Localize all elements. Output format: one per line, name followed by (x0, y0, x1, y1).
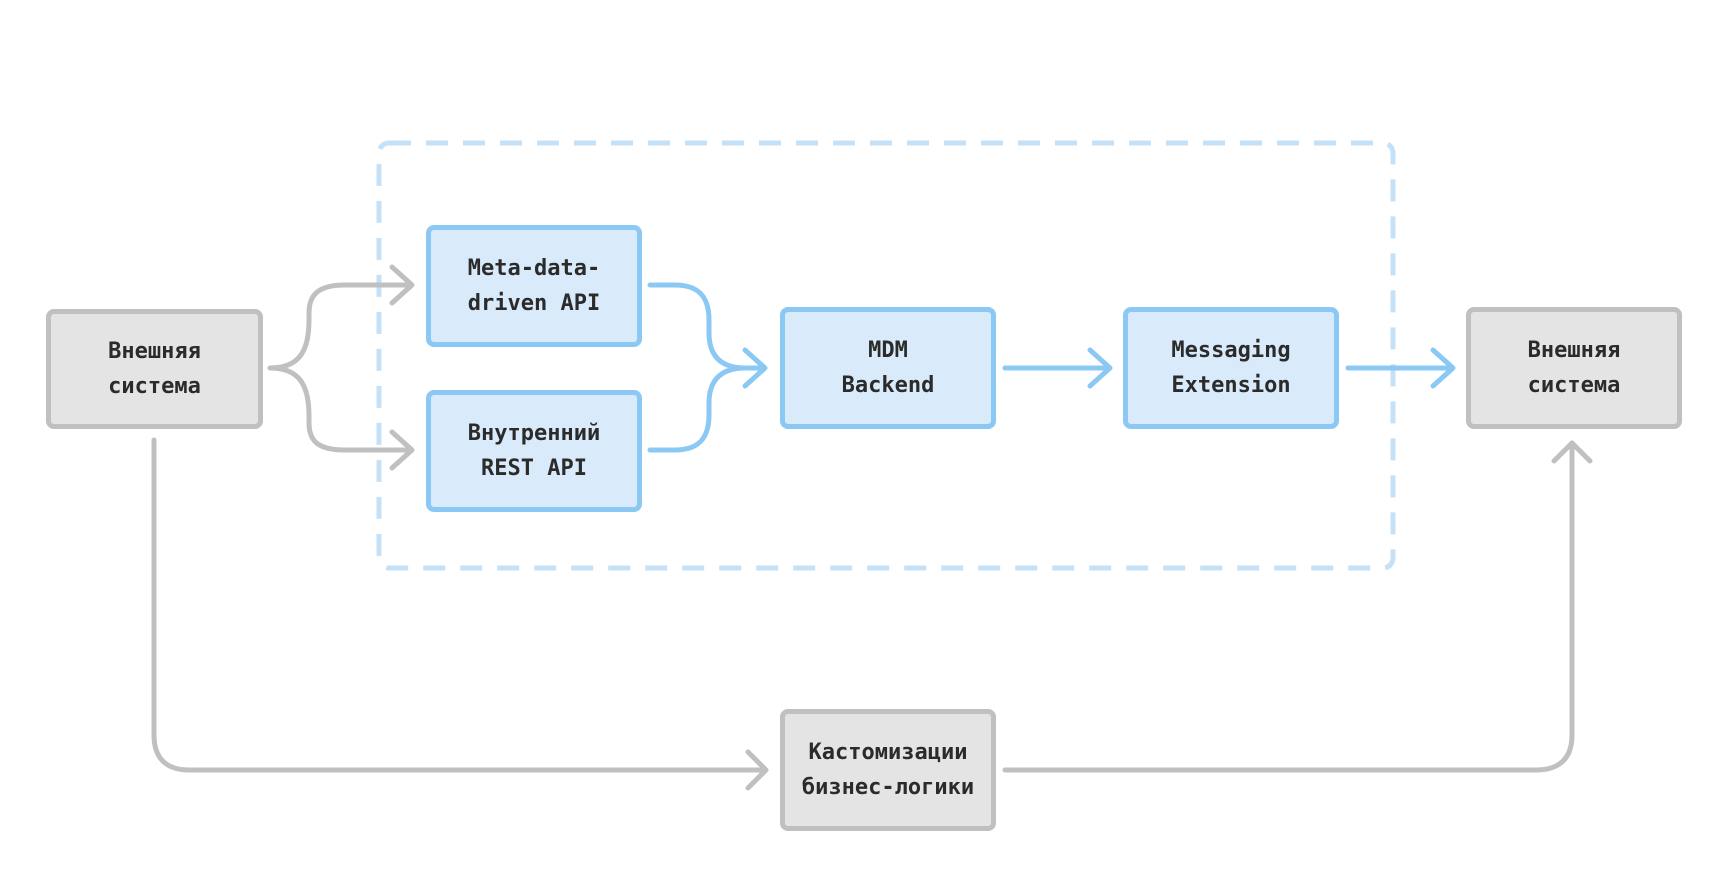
business-logic-node: Кастомизации бизнес-логики (780, 709, 996, 831)
bottom-connector-right (1002, 440, 1575, 773)
external-system-right-node: Внешняя система (1466, 307, 1682, 429)
arrowhead-to-messaging (1087, 347, 1113, 389)
meta-data-api-line1: Meta-data- (467, 256, 601, 281)
internal-rest-api-node: Внутренний REST API (426, 390, 642, 512)
mdm-backend-line1: MDM (868, 338, 908, 363)
internal-rest-api-line2: REST API (481, 456, 587, 481)
internal-rest-api-line1: Внутренний (467, 421, 601, 446)
external-system-left-line2: система (108, 374, 201, 399)
external-system-right-line2: система (1527, 373, 1621, 398)
arrowhead-to-business-logic (745, 749, 769, 791)
external-system-left-node: Внешняя система (46, 309, 263, 429)
arrowhead-to-external-right (1430, 347, 1456, 389)
external-system-right-line1: Внешняя (1527, 338, 1621, 363)
meta-data-api-node: Meta-data- driven API (426, 225, 642, 347)
arrowhead-up-to-external-right (1551, 440, 1593, 464)
merge-connector (647, 282, 766, 453)
mdm-backend-line2: Backend (841, 373, 935, 398)
business-logic-line1: Кастомизации (808, 740, 968, 765)
business-logic-line2: бизнес-логики (801, 775, 975, 800)
messaging-extension-node: Messaging Extension (1123, 307, 1339, 429)
external-system-left-line1: Внешняя (108, 339, 201, 364)
fork-connector (267, 282, 413, 453)
meta-data-api-line2: driven API (467, 291, 601, 316)
mdm-boundary-frame (376, 140, 1396, 571)
messaging-extension-line1: Messaging (1171, 338, 1291, 363)
mdm-backend-node: MDM Backend (780, 307, 996, 429)
bottom-connector-left (151, 437, 765, 773)
arrowhead-to-rest-api (389, 429, 415, 471)
arrowhead-to-meta-api (389, 264, 415, 306)
messaging-extension-line2: Extension (1171, 373, 1291, 398)
arrowhead-to-mdm-backend (742, 347, 768, 389)
